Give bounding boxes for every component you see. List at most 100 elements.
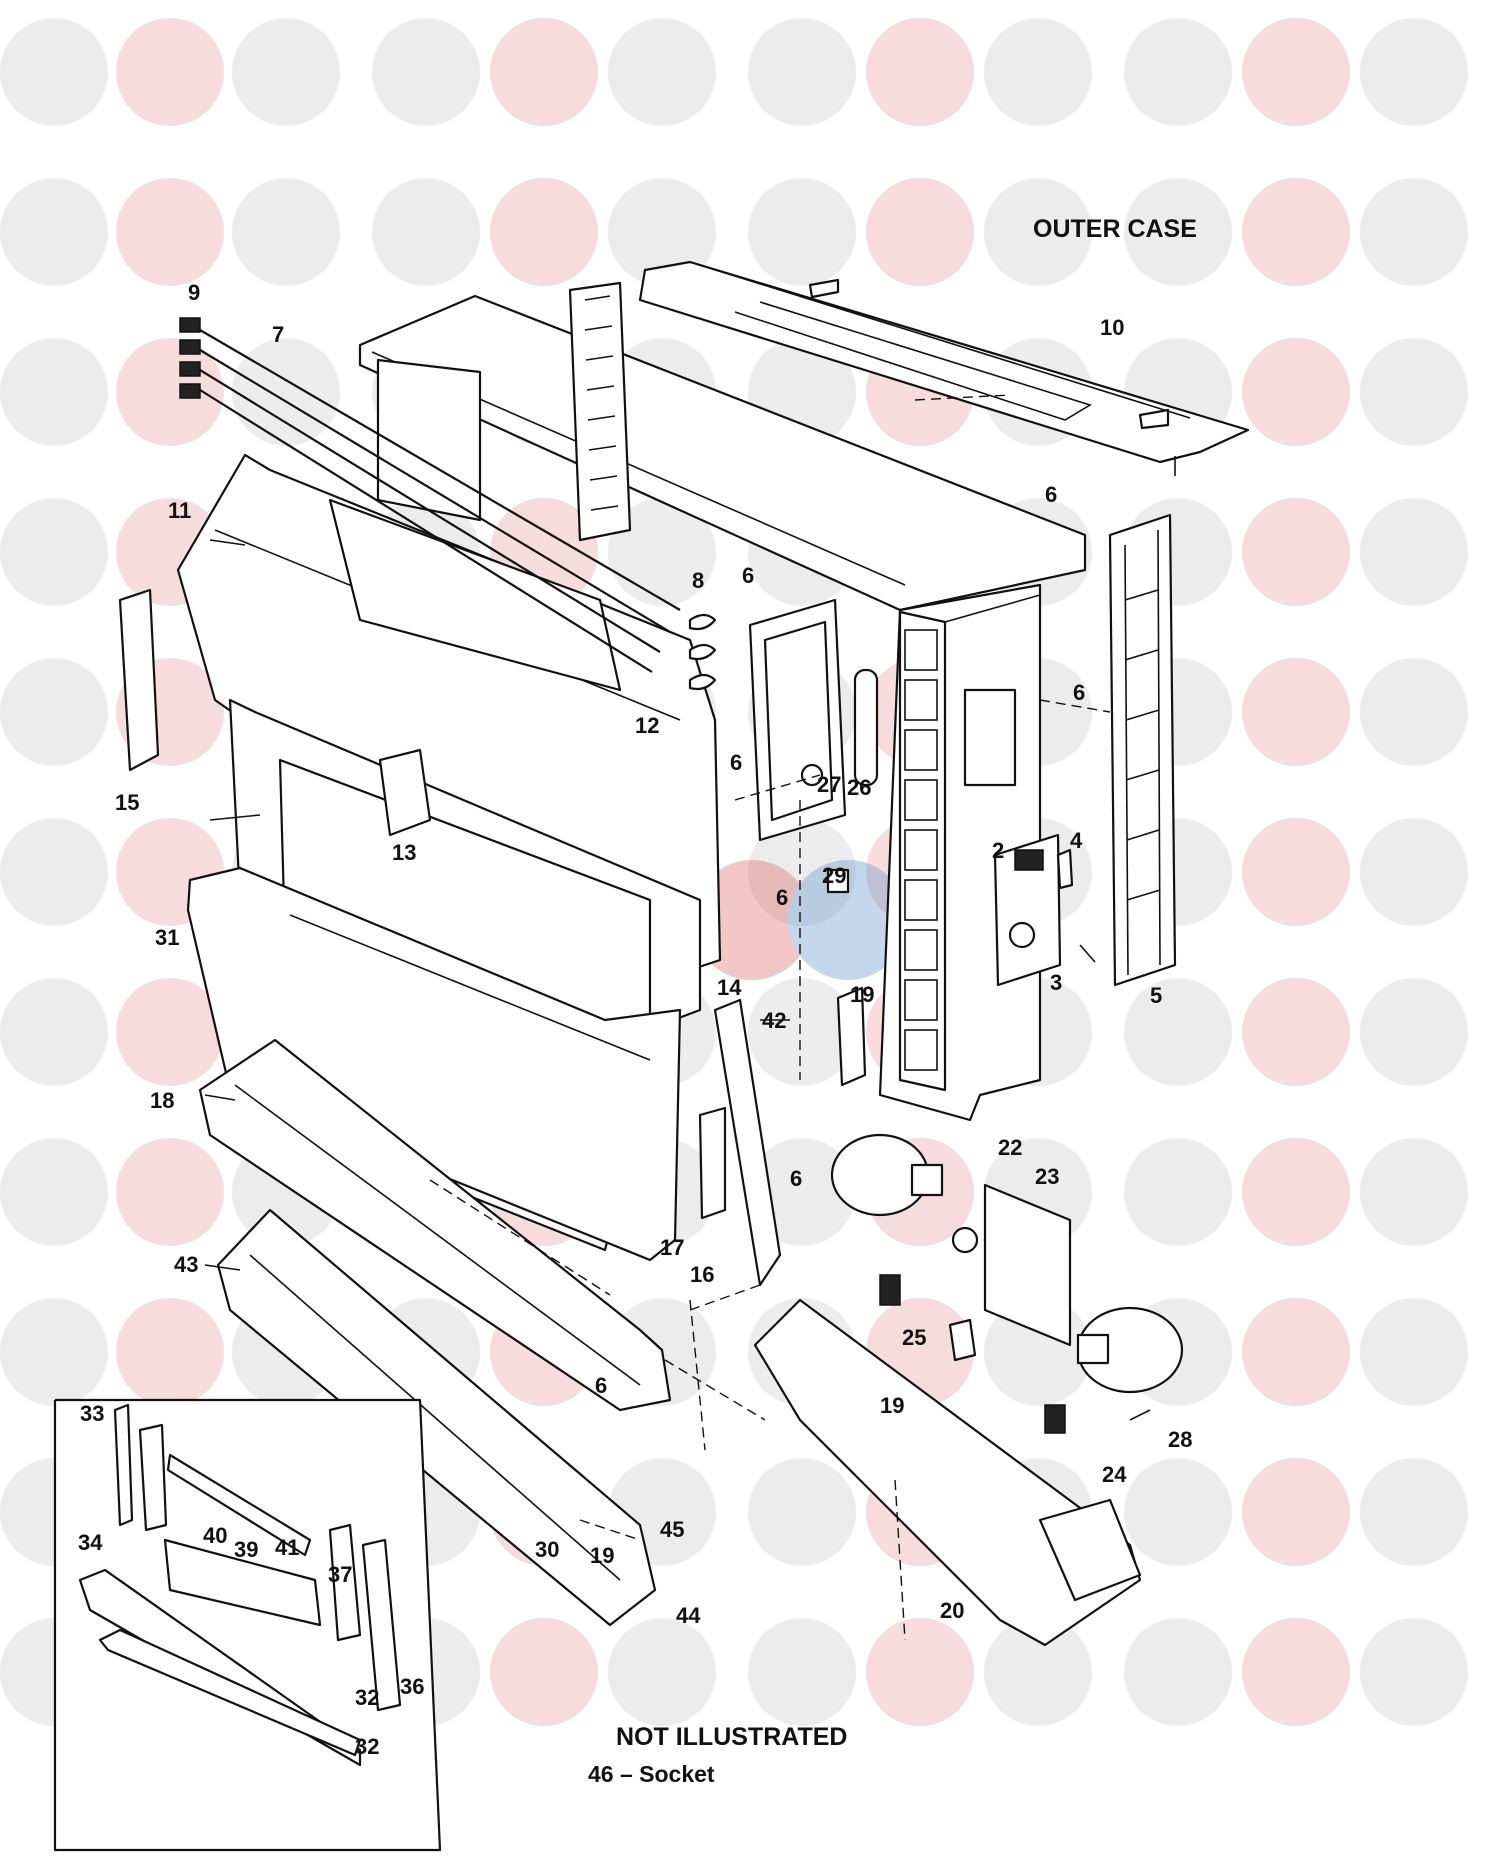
part-control-panel: [993, 833, 1074, 987]
part-label: 33: [80, 1401, 104, 1426]
part-lower-fender-43: [216, 1208, 657, 1627]
hsp-watermark-icon: [0, 978, 108, 1086]
hsp-watermark-icon: [490, 1618, 598, 1726]
hsp-watermark-icon: [116, 1298, 224, 1406]
hsp-watermark-icon: [866, 1618, 974, 1726]
hsp-watermark-icon: [372, 178, 480, 286]
part-front-fender-18: [198, 1038, 672, 1412]
part-label: 25: [902, 1325, 926, 1350]
part-label: 40: [203, 1523, 227, 1548]
hsp-watermark-icon: [232, 178, 340, 286]
hsp-watermark-icon: [116, 18, 224, 126]
side-flue-column: [904, 629, 938, 1071]
hsp-watermark-icon: [0, 658, 108, 766]
hsp-watermark-icon: [116, 1138, 224, 1246]
part-label: 6: [1045, 482, 1057, 507]
hsp-watermark-icon: [1360, 658, 1468, 766]
part-label: 9: [188, 280, 200, 305]
hsp-watermark-icon: [748, 1458, 856, 1566]
part-label: 19: [880, 1393, 904, 1418]
hsp-watermark-icon: [116, 978, 224, 1086]
part-label: 14: [717, 975, 742, 1000]
part-label: 13: [392, 840, 416, 865]
part-label: 23: [1035, 1164, 1059, 1189]
part-control-box: [748, 598, 879, 842]
part-label: 43: [174, 1252, 198, 1277]
part-label: 3: [1050, 970, 1062, 995]
hsp-watermark-icon: [608, 18, 716, 126]
part-label: 32: [355, 1734, 379, 1759]
hsp-watermark-icon: [1242, 658, 1350, 766]
hsp-watermark-icon: [1242, 1458, 1350, 1566]
part-label: 5: [1150, 983, 1162, 1008]
hsp-watermark-icon: [1360, 1138, 1468, 1246]
hsp-watermark-icon: [1124, 978, 1232, 1086]
hsp-watermark-icon: [1242, 1618, 1350, 1726]
part-label: 2: [992, 838, 1004, 863]
hsp-watermark-icon: [866, 178, 974, 286]
part-label: 18: [150, 1088, 174, 1113]
note-heading: NOT ILLUSTRATED: [616, 1723, 847, 1751]
hsp-watermark-icon: [1360, 978, 1468, 1086]
part-side-grille: [1108, 513, 1177, 987]
hsp-watermark-icon: [490, 178, 598, 286]
hsp-watermark-icon: [748, 18, 856, 126]
part-label: 24: [1102, 1462, 1127, 1487]
hsp-watermark-icon: [232, 338, 340, 446]
part-label: 37: [328, 1562, 352, 1587]
part-labels: OUTER CASE NOT ILLUSTRATED 46 – Socket 2…: [78, 215, 1197, 1787]
part-label: 39: [234, 1537, 258, 1562]
part-label: 6: [730, 750, 742, 775]
part-label: 29: [822, 863, 846, 888]
part-label: 45: [660, 1517, 684, 1542]
part-label: 6: [790, 1166, 802, 1191]
part-label: 41: [275, 1535, 299, 1560]
hsp-watermark-icon: [866, 18, 974, 126]
hsp-watermark-icon: [0, 338, 108, 446]
hsp-watermark-icon: [1242, 818, 1350, 926]
hsp-watermark-icon: [1360, 18, 1468, 126]
hsp-watermark-icon: [372, 18, 480, 126]
hsp-watermark-icon: [1360, 178, 1468, 286]
part-label: 30: [535, 1537, 559, 1562]
part-label: 12: [635, 713, 659, 738]
part-label: 6: [1073, 680, 1085, 705]
part-label: 26: [847, 775, 871, 800]
hsp-watermark-icon: [1242, 1298, 1350, 1406]
part-label: 11: [168, 498, 191, 523]
hsp-watermark-icon: [0, 178, 108, 286]
part-label: 6: [776, 885, 788, 910]
hsp-watermark-icon: [1360, 1618, 1468, 1726]
hsp-watermark-icon: [0, 498, 108, 606]
part-lamp-assembly: [830, 1133, 1184, 1434]
part-base-tray: [753, 1298, 1142, 1647]
part-inset-box: [53, 1398, 442, 1852]
hsp-watermark-icon: [1242, 978, 1350, 1086]
part-label: 20: [940, 1598, 964, 1623]
hsp-watermark-icon: [116, 178, 224, 286]
hsp-watermark-icon: [1124, 18, 1232, 126]
hsp-watermark-icon: [1124, 1618, 1232, 1726]
part-label: 19: [850, 982, 874, 1007]
assembly-dash-lines: [429, 394, 1111, 1641]
part-label: 22: [998, 1135, 1022, 1160]
hsp-watermark-icon: [1124, 178, 1232, 286]
hsp-watermark-icon: [1360, 1298, 1468, 1406]
hsp-watermark-icon: [490, 18, 598, 126]
hsp-watermark-icon: [0, 818, 108, 926]
hsp-watermark-icon: [1242, 338, 1350, 446]
leader-lines: [204, 539, 1151, 1421]
part-main-cabinet: [358, 281, 1087, 1122]
part-element-rods: [179, 317, 717, 691]
vent-grille-left: [584, 295, 619, 511]
part-label: 6: [595, 1373, 607, 1398]
part-label: 44: [676, 1603, 701, 1628]
note-item: 46 – Socket: [588, 1761, 715, 1787]
hsp-watermark-icon: [1360, 1458, 1468, 1566]
part-label: 28: [1168, 1427, 1192, 1452]
part-label: 27: [817, 772, 841, 797]
hsp-watermark-icon: [748, 178, 856, 286]
part-side-panel: [118, 588, 160, 772]
